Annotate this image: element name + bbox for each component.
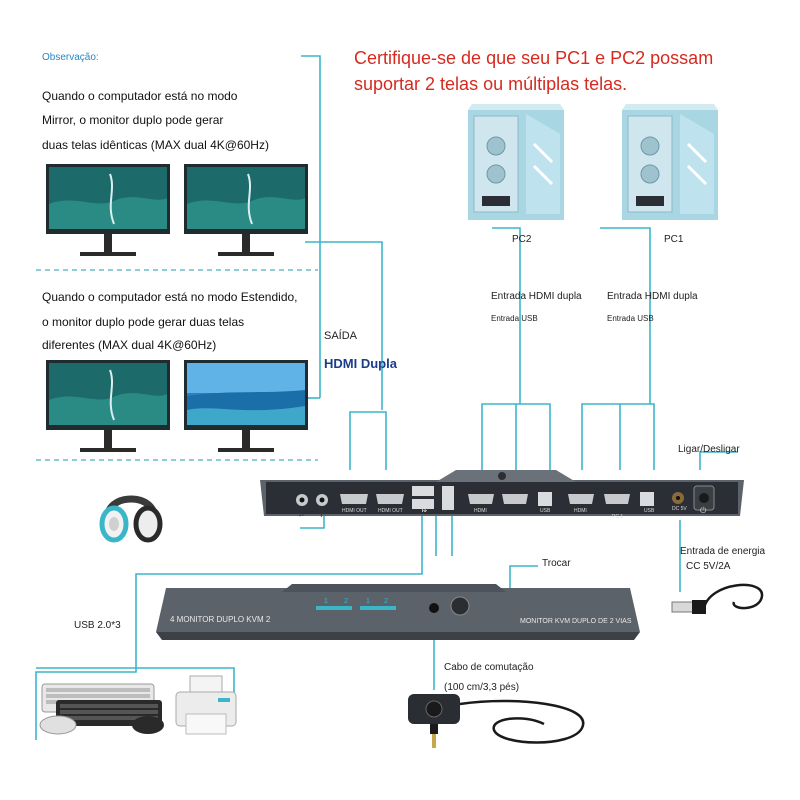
pc2-tower	[468, 104, 564, 220]
usb-2-label: USB	[644, 508, 655, 514]
led-3-label: 1	[366, 598, 370, 605]
mirror-note-line-2: Mirror, o monitor duplo pode gerar	[42, 113, 224, 127]
usb-icon: ⇅	[420, 504, 428, 514]
usb-wires	[35, 512, 453, 740]
pc1-usb-input-label: Entrada USB	[607, 314, 654, 323]
hdmi-2-label: HDMI	[574, 508, 587, 514]
pc1-tower	[622, 104, 718, 220]
dashed-separators	[36, 269, 318, 461]
extended-note-line-2: o monitor duplo pode gerar duas telas	[42, 315, 245, 329]
pc1-hdmi-input-label: Entrada HDMI dupla	[607, 291, 698, 302]
pc1-tag-label: PC 1	[612, 514, 624, 520]
usb-label: USB 2.0*3	[74, 620, 121, 631]
monitor-mirror-left	[46, 164, 170, 256]
mirror-note-line-1: Quando o computador está no modo	[42, 89, 238, 103]
pc-wires	[481, 227, 655, 470]
power-input-line-1: Entrada de energia	[680, 546, 766, 557]
mouse-dark-icon	[132, 716, 164, 734]
led-4-label: 2	[384, 598, 388, 605]
extended-note-line-3: diferentes (MAX dual 4K@60Hz)	[42, 338, 217, 352]
led-1-label: 1	[324, 598, 328, 605]
switch-button-icon	[408, 694, 585, 748]
usb-1-label: USB	[540, 508, 551, 514]
pc2-usb-input-label: Entrada USB	[491, 314, 538, 323]
mouse-icon	[39, 715, 77, 735]
output-hdmi-label: HDMI Dupla	[324, 356, 397, 371]
headphone-icon	[99, 495, 163, 543]
pc2-label: PC2	[512, 234, 532, 245]
front-left-label: 4 MONITOR DUPLO KVM 2	[170, 615, 271, 624]
usb-plug-icon	[671, 583, 764, 614]
kvm-back-panel	[260, 470, 744, 516]
extended-note-line-1: Quando o computador está no modo Estendi…	[42, 290, 298, 304]
monitor-extended-left	[46, 360, 170, 452]
kvm-front-panel	[156, 584, 640, 640]
power-button-label: Ligar/Desligar	[678, 444, 740, 455]
cable-label-line-2: (100 cm/3,3 pés)	[444, 682, 520, 693]
front-right-label: MONITOR KVM DUPLO DE 2 VIAS	[520, 618, 632, 625]
power-input-line-2: CC 5V/2A	[686, 561, 731, 572]
power-wires	[679, 451, 738, 592]
headphone-port-icon: ♫	[298, 508, 305, 518]
hdmi-out-2-label: HDMI OUT	[378, 508, 403, 514]
switch-label: Trocar	[542, 558, 571, 569]
output-label: SAÍDA	[324, 330, 358, 342]
dc-label: DC 5V	[672, 506, 687, 512]
mirror-note-line-3: duas telas idênticas (MAX dual 4K@60Hz)	[42, 138, 269, 152]
pc1-label: PC1	[664, 234, 684, 245]
microphone-icon: ⚲	[318, 508, 325, 518]
warning-line-2: suportar 2 telas ou múltiplas telas.	[354, 74, 628, 94]
cable-label-line-1: Cabo de comutação	[444, 662, 534, 673]
warning-line-1: Certifique-se de que seu PC1 e PC2 possa…	[354, 48, 714, 68]
hdmi-1-label: HDMI	[474, 508, 487, 514]
pc2-hdmi-input-label: Entrada HDMI dupla	[491, 291, 582, 302]
power-icon: ⏻	[700, 506, 707, 515]
monitor-mirror-right	[184, 164, 308, 256]
printer-icon	[175, 675, 237, 735]
hdmi-out-1-label: HDMI OUT	[342, 508, 367, 514]
output-wires	[301, 55, 387, 470]
led-2-label: 2	[344, 598, 348, 605]
notes-heading: Observação:	[42, 52, 99, 63]
monitor-extended-right	[184, 360, 308, 452]
